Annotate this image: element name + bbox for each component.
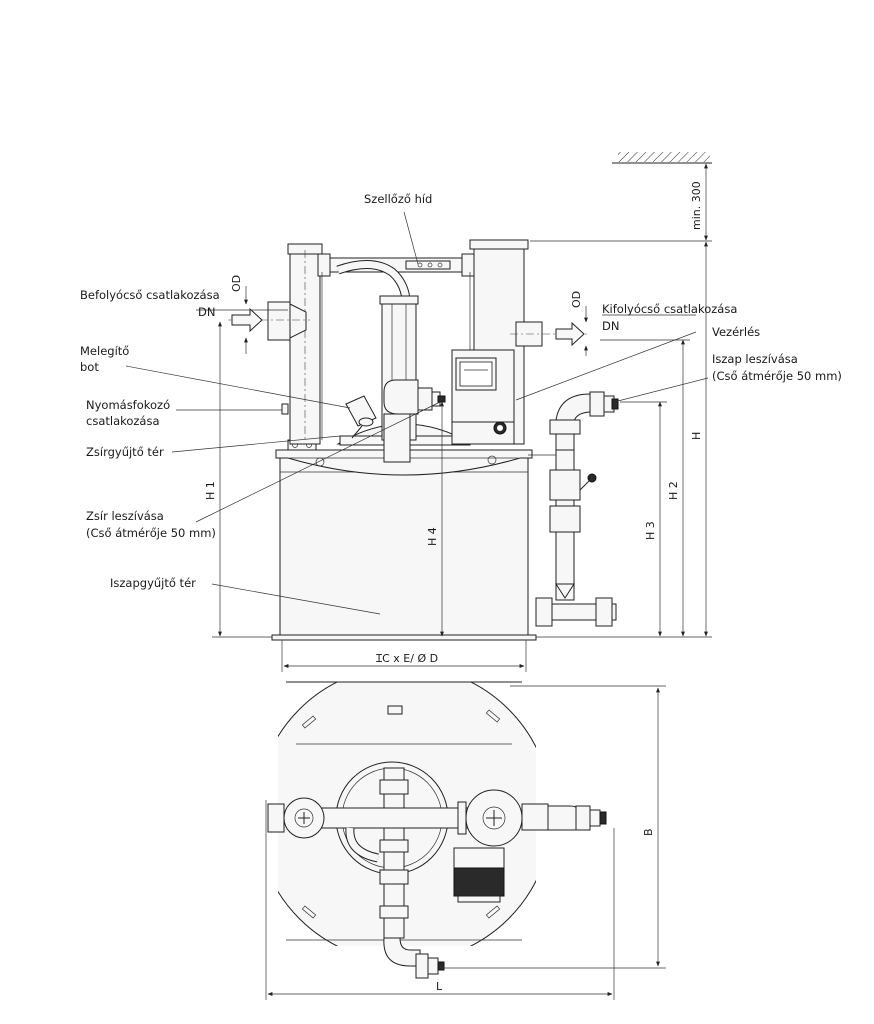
dimension-b: B (440, 685, 666, 969)
b-label: B (642, 828, 655, 836)
side-view: min. 300 H H 2 H 3 H 1 H 4 (80, 152, 842, 672)
outlet-label-line2: DN (602, 319, 619, 333)
grease-suction-label-line2: (Cső átmérője 50 mm) (86, 526, 216, 540)
h1-label: H 1 (204, 481, 217, 500)
grease-suction-label-line1: Zsír leszívása (86, 509, 164, 523)
dimension-min-300: min. 300 (530, 163, 712, 242)
inlet-stub (228, 301, 310, 341)
od-left-label: OD (230, 275, 243, 292)
inlet-flow-arrow (231, 307, 263, 333)
top-sludge-fitting (547, 805, 607, 831)
h4-label: H 4 (426, 527, 439, 546)
sludge-chamber-label: Iszapgyűjtő tér (110, 576, 196, 590)
heater-label-line2: bot (80, 360, 99, 374)
dimension-h: H (690, 241, 708, 637)
pressure-label-line2: csatlakozása (86, 414, 160, 428)
heater-rod (345, 395, 377, 439)
lid-slots (301, 709, 501, 919)
l-label: L (436, 980, 443, 993)
ceiling-hatch (612, 152, 712, 164)
dimension-h4: H 4 (426, 401, 444, 637)
outlet-label-line1: Kifolyócső csatlakozása (602, 302, 737, 316)
dimension-base-width: ꞮC x E/ Ø D (281, 640, 527, 672)
dimension-l: L (265, 800, 615, 1000)
min-clearance-label: min. 300 (690, 181, 703, 230)
top-control-box (453, 847, 505, 903)
inlet-label-line1: Befolyócső csatlakozása (80, 288, 220, 302)
control-label: Vezérlés (712, 325, 760, 339)
inlet-pipe (287, 243, 323, 445)
inlet-label-line2: DN (198, 305, 215, 319)
dimension-h3: H 3 (620, 401, 667, 637)
dimension-h2: H 2 (600, 339, 690, 637)
sludge-suction-label-line1: Iszap leszívása (712, 352, 798, 366)
tank-body (271, 457, 537, 641)
top-inlet (267, 797, 325, 839)
sludge-suction-label-line2: (Cső átmérője 50 mm) (712, 369, 842, 383)
od-right: OD (570, 291, 588, 356)
top-outlet (457, 789, 549, 847)
grease-chamber-label: Zsírgyűjtő tér (86, 445, 164, 459)
dimension-h1: H 1 (204, 321, 272, 638)
h2-label: H 2 (667, 481, 680, 500)
od-left: OD (230, 275, 248, 354)
pressure-label-line1: Nyomásfokozó (86, 398, 170, 412)
h3-label: H 3 (644, 521, 657, 540)
od-right-label: OD (570, 291, 583, 308)
heater-label-line1: Melegítő (80, 344, 129, 358)
base-width-label: ꞮC x E/ Ø D (376, 652, 438, 665)
top-view: B L (265, 681, 666, 1000)
top-vertical-pipes (345, 767, 445, 979)
leader-lines (125, 211, 709, 615)
outlet-flow-arrow (555, 321, 585, 347)
vent-bridge-label: Szellőző híd (364, 192, 432, 206)
control-box (451, 349, 515, 445)
h-label: H (690, 432, 703, 440)
sludge-suction-line (528, 391, 619, 627)
grease-suction-fitting (383, 379, 446, 463)
